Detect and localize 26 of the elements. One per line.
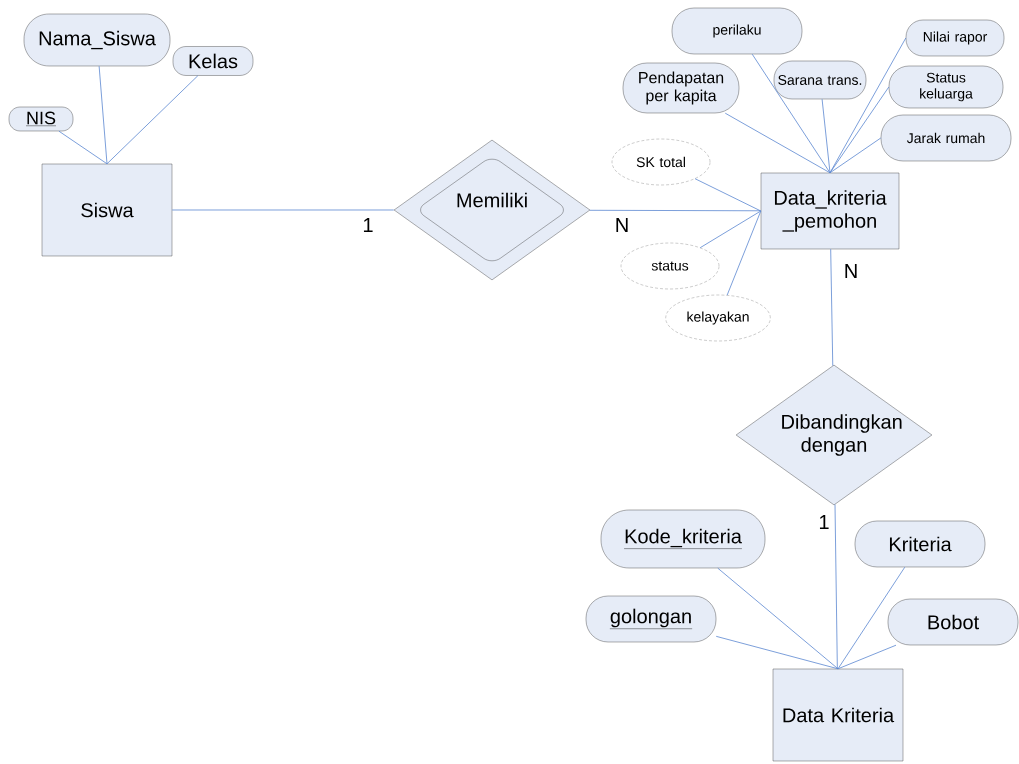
connector-line (834, 504, 838, 670)
connector-line (715, 635, 839, 670)
connector-line (751, 53, 831, 174)
connector-line (717, 567, 839, 670)
cardinality-label: 1 (363, 218, 373, 232)
connector-line (837, 644, 897, 670)
cardinality-label: 1 (819, 515, 829, 529)
connector-line (821, 98, 831, 174)
connector-line (837, 566, 906, 670)
connector-line (58, 130, 108, 165)
attribute-oval: Bobot (887, 598, 1019, 646)
cardinality-label: N (616, 218, 628, 232)
connector-line (98, 65, 108, 165)
entity-box: Data_kriteria _pemohon (760, 172, 900, 250)
connector-line (171, 209, 395, 211)
connector-line (699, 210, 762, 249)
connector-line (829, 86, 890, 174)
connector-line (694, 178, 762, 212)
connector-line (724, 112, 831, 174)
connector-line (726, 210, 762, 296)
connector-line (829, 137, 882, 174)
entity-box: Data Kriteria (772, 668, 904, 762)
connector-line (830, 248, 834, 367)
entity-box: Siswa (41, 163, 173, 257)
connector-line (106, 75, 199, 165)
cardinality-label: N (845, 264, 857, 278)
